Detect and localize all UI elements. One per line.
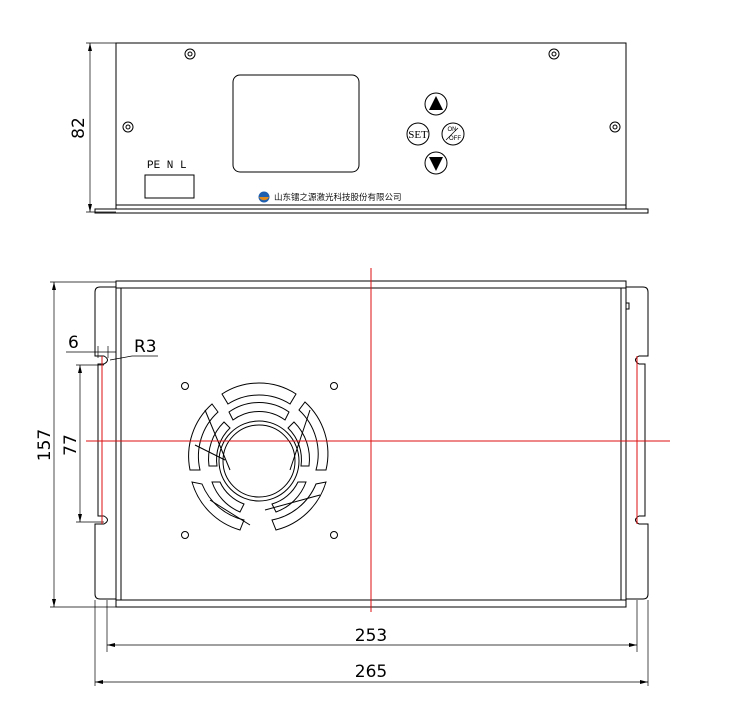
height-dimension-82: 82 xyxy=(69,42,116,213)
width-253-label: 253 xyxy=(355,626,387,646)
width-265-label: 265 xyxy=(355,662,387,682)
height-dim-label: 82 xyxy=(69,117,89,139)
button-down[interactable] xyxy=(424,151,448,175)
fan-grille xyxy=(188,382,329,531)
terminal-block xyxy=(144,174,195,199)
slot-spacing-dimension: 77 xyxy=(61,364,104,523)
height-157-label: 157 xyxy=(35,429,55,461)
radius-label: R3 xyxy=(134,337,157,357)
fan-mount-holes xyxy=(181,382,338,539)
slot-offset-label: 6 xyxy=(68,333,79,353)
height-dimension-157: 157 xyxy=(35,281,116,608)
slot-lines xyxy=(101,356,638,524)
off-label: OFF xyxy=(449,136,461,142)
set-button-label: SET xyxy=(408,129,428,141)
on-off-button[interactable]: ON OFF xyxy=(441,122,465,146)
lcd-display xyxy=(232,74,360,173)
slot-spacing-label: 77 xyxy=(61,434,81,456)
front-panel xyxy=(115,42,627,210)
front-view: 82 SET ON OFF xyxy=(69,42,649,214)
slot-offset-dimension: 6 R3 xyxy=(66,333,158,361)
width-dimension-265: 265 xyxy=(94,600,649,686)
terminal-label: PE N L xyxy=(147,160,187,172)
mounting-flange xyxy=(94,286,649,600)
set-button[interactable]: SET xyxy=(406,122,430,146)
company-name: 山东镭之源激光科技股份有限公司 xyxy=(274,192,402,203)
triangle-up-icon xyxy=(429,96,443,110)
button-up[interactable] xyxy=(424,92,448,116)
top-view: 157 77 6 R3 xyxy=(35,268,670,686)
triangle-down-icon xyxy=(429,157,443,171)
base-flange xyxy=(94,204,649,214)
width-dimension-253: 253 xyxy=(106,600,638,652)
company-logo xyxy=(258,191,270,203)
front-screws xyxy=(122,48,621,133)
on-label: ON xyxy=(448,127,457,133)
centerlines xyxy=(86,268,670,612)
